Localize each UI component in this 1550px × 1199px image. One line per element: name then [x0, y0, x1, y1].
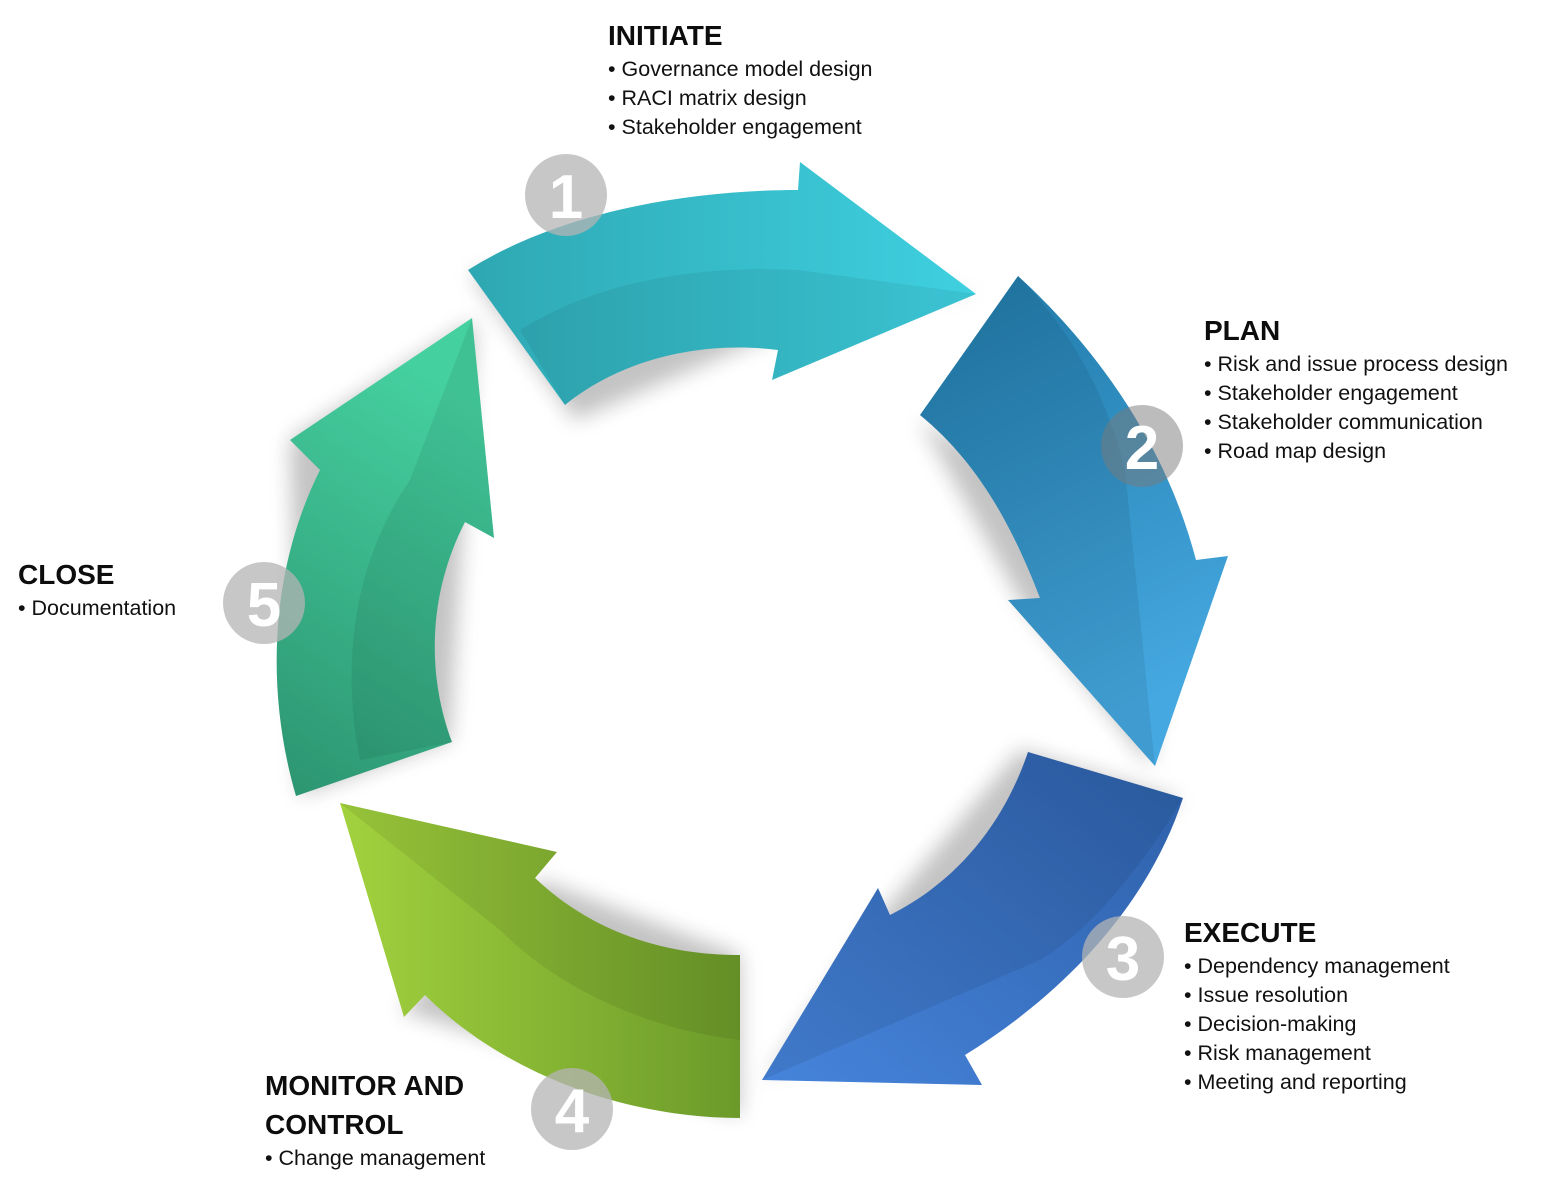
stage-item: Decision-making: [1184, 1010, 1450, 1039]
badge-3: 3: [1082, 916, 1164, 998]
arrow-segment-2: [920, 276, 1228, 766]
badge-number-1: 1: [549, 163, 583, 232]
stage-title: EXECUTE: [1184, 917, 1317, 948]
badge-number-3: 3: [1106, 925, 1140, 994]
stage-title: CLOSE: [18, 559, 115, 590]
stage-item: RACI matrix design: [608, 84, 873, 113]
stage-item: Meeting and reporting: [1184, 1068, 1450, 1097]
stage-items: Governance model design RACI matrix desi…: [608, 55, 873, 142]
stage-item: Issue resolution: [1184, 981, 1450, 1010]
stage-monitor-and-control: MONITOR AND CONTROL Change management: [265, 1066, 485, 1173]
stage-item: Governance model design: [608, 55, 873, 84]
stage-item: Dependency management: [1184, 952, 1450, 981]
arrow-segment-5: [276, 318, 494, 796]
stage-close: CLOSE Documentation: [18, 555, 176, 623]
stage-initiate: INITIATE Governance model design RACI ma…: [608, 16, 873, 142]
stage-item: Change management: [265, 1144, 486, 1173]
stage-title: PLAN: [1204, 315, 1281, 346]
stage-execute: EXECUTE Dependency management Issue reso…: [1184, 913, 1450, 1097]
stage-title: MONITOR AND CONTROL: [265, 1070, 465, 1140]
badge-number-4: 4: [555, 1077, 590, 1146]
badge-number-5: 5: [247, 571, 281, 640]
badge-2: 2: [1101, 405, 1183, 487]
stage-item: Stakeholder engagement: [608, 113, 873, 142]
stage-items: Risk and issue process design Stakeholde…: [1204, 350, 1508, 466]
badge-number-2: 2: [1125, 414, 1159, 483]
stage-items: Documentation: [18, 594, 177, 623]
stage-item: Road map design: [1204, 437, 1508, 466]
stage-title: INITIATE: [608, 20, 723, 51]
badge-4: 4: [531, 1068, 613, 1150]
stage-item: Documentation: [18, 594, 177, 623]
badge-5: 5: [223, 562, 305, 644]
stage-item: Risk and issue process design: [1204, 350, 1508, 379]
stage-item: Stakeholder communication: [1204, 408, 1508, 437]
stage-item: Risk management: [1184, 1039, 1450, 1068]
arrow-segment-4: [340, 803, 740, 1118]
stage-item: Stakeholder engagement: [1204, 379, 1508, 408]
stage-items: Change management: [265, 1144, 486, 1173]
stage-plan: PLAN Risk and issue process design Stake…: [1204, 311, 1508, 466]
arrow-segment-3: [762, 752, 1183, 1085]
badge-1: 1: [525, 154, 607, 236]
stage-items: Dependency management Issue resolution D…: [1184, 952, 1450, 1097]
